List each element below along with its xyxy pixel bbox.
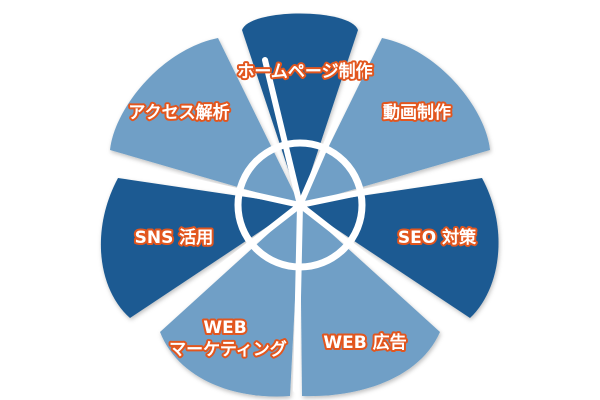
label-homepage: ホームページ制作 xyxy=(237,61,372,82)
hub-spoke xyxy=(117,162,303,208)
label-web-ads: WEB 広告 xyxy=(323,332,406,353)
petal-sns xyxy=(100,178,300,318)
label-analysis: アクセス解析 xyxy=(128,102,229,123)
petal-homepage xyxy=(242,13,358,205)
hub-spoke xyxy=(297,59,365,208)
hub-spoke xyxy=(297,202,453,325)
label-web-marketing: WEB マーケティング xyxy=(169,318,287,360)
hub-spokes xyxy=(117,57,473,393)
hub-layer xyxy=(117,57,473,393)
label-video: 動画制作 xyxy=(383,102,451,123)
petal-seo xyxy=(300,178,499,318)
label-sns: SNS 活用 xyxy=(135,227,214,248)
label-seo: SEO 対策 xyxy=(398,227,477,248)
hub-spoke xyxy=(262,57,303,208)
labels-layer: ホームページ制作 動画制作 SEO 対策 WEB 広告 WEB マーケティング … xyxy=(126,59,479,362)
hub-spoke xyxy=(297,167,473,208)
hub-spoke xyxy=(293,202,303,393)
hub-spoke xyxy=(147,202,303,325)
